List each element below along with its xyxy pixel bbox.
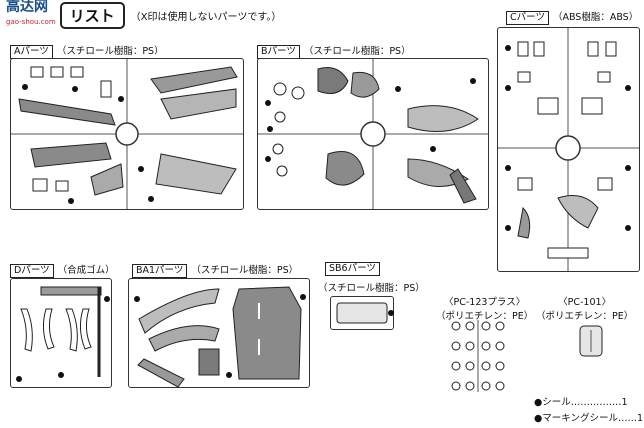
section-a-label: Aパーツ（スチロール樹脂：PS） — [10, 43, 164, 59]
section-c-name: Cパーツ — [506, 11, 549, 25]
section-ba1-label: BA1パーツ（スチロール樹脂：PS） — [132, 262, 298, 278]
section-b-label: Bパーツ（スチロール樹脂：PS） — [257, 43, 411, 59]
pc101-part — [579, 325, 603, 357]
seal-count: ●シール‥‥‥‥‥‥‥‥1 — [534, 397, 628, 408]
runner-d-parts — [16, 286, 110, 382]
runner-b — [257, 58, 489, 210]
section-sb6-material: （スチロール樹脂：PS） — [318, 283, 425, 294]
logo-text: 高达网 — [6, 0, 48, 15]
section-pc123-material: （ポリエチレン：PE） — [436, 311, 534, 322]
section-pc123-name: 〈PC-123プラス〉 — [444, 297, 526, 308]
section-pc101-label: 〈PC-101〉 （ポリエチレン：PE） — [536, 294, 633, 322]
section-b-material: （スチロール樹脂：PS） — [303, 46, 411, 57]
runner-ba1 — [128, 278, 310, 388]
section-ba1-name: BA1パーツ — [132, 264, 188, 278]
section-a-name: Aパーツ — [10, 45, 53, 59]
runner-c — [497, 27, 640, 272]
section-ba1-material: （スチロール樹脂：PS） — [191, 265, 299, 276]
section-pc101-material: （ポリエチレン：PE） — [536, 311, 634, 322]
runner-sb6-parts — [336, 302, 394, 324]
section-pc123-label: 〈PC-123プラス〉 （ポリエチレン：PE） — [436, 294, 533, 322]
section-d-name: Dパーツ — [10, 264, 54, 278]
site-logo: 高达网 gao-shou.com — [6, 0, 56, 30]
runner-ba1-parts — [134, 286, 306, 388]
section-sb6-name: SB6パーツ — [325, 262, 380, 276]
section-b-name: Bパーツ — [257, 45, 300, 59]
section-a-material: （スチロール樹脂：PS） — [56, 46, 164, 57]
section-d-label: Dパーツ（合成ゴム） — [10, 262, 115, 278]
runner-c-parts — [498, 28, 639, 271]
section-sb6-label: SB6パーツ — [325, 262, 384, 276]
header-note: （X印は使用しないパーツです。） — [130, 11, 282, 23]
page-title: リスト — [59, 1, 125, 29]
runner-sb6 — [330, 296, 394, 330]
logo-url: gao-shou.com — [6, 18, 56, 26]
section-c-material: （ABS樹脂：ABS） — [552, 12, 639, 23]
runner-a-parts — [11, 59, 243, 209]
runner-b-parts — [258, 59, 488, 209]
page-header: 高达网 gao-shou.com リスト （X印は使用しないパーツです。） — [6, 0, 281, 30]
section-pc101-name: 〈PC-101〉 — [558, 297, 612, 308]
section-d-material: （合成ゴム） — [57, 265, 115, 276]
runner-d — [10, 278, 112, 388]
pc123-parts — [451, 320, 505, 392]
runner-a — [10, 58, 244, 210]
section-c-label: Cパーツ（ABS樹脂：ABS） — [506, 9, 638, 25]
marking-seal-count: ●マーキングシール‥‥‥1 — [534, 413, 644, 424]
